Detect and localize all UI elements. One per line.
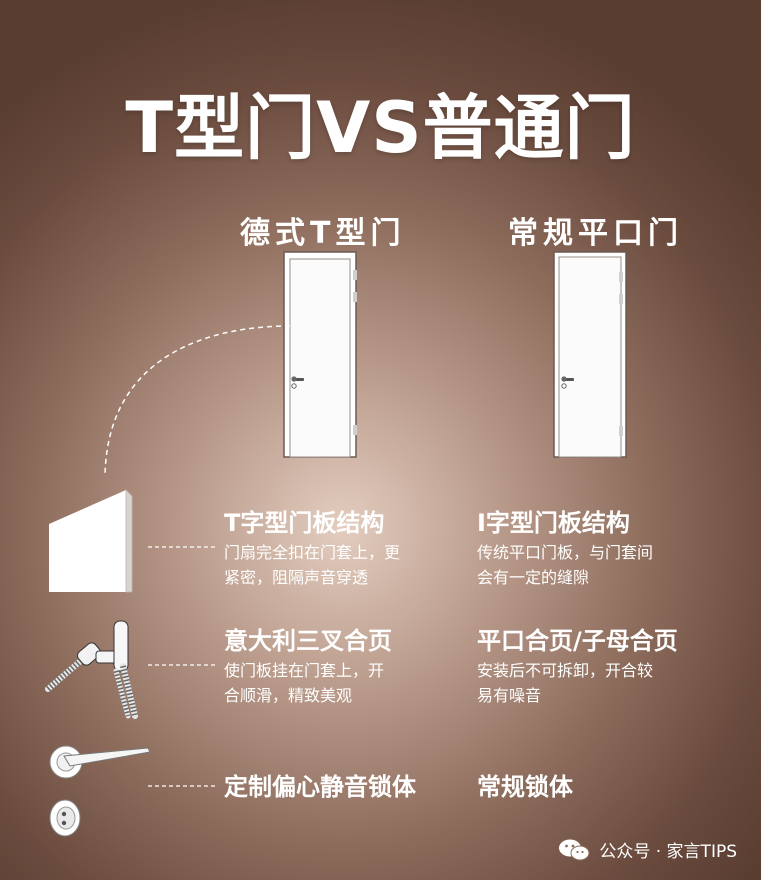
hinge-icon bbox=[45, 620, 138, 719]
feature-right-structure: I字型门板结构 传统平口门板，与门套间 会有一定的缝隙 bbox=[477, 508, 653, 590]
door-handle-icon bbox=[49, 745, 151, 779]
watermark-text: 公众号 · 家言TIPS bbox=[599, 842, 737, 862]
watermark: 公众号 · 家言TIPS bbox=[557, 837, 737, 862]
feature-description: 门扇完全扣在门套上，更 紧密，阻隔声音穿透 bbox=[224, 543, 401, 587]
feature-title: 意大利三叉合页 bbox=[224, 627, 392, 655]
flat-door-illustration bbox=[553, 251, 627, 458]
left-column-title: 德式T型门 bbox=[240, 216, 406, 251]
feature-left-hinge: 意大利三叉合页 使门板挂在门套上，开 合顺滑，精致美观 bbox=[224, 626, 392, 708]
feature-left-lock: 定制偏心静音锁体 bbox=[224, 772, 416, 802]
page-title: T型门VS普通门 bbox=[125, 87, 636, 169]
feature-title: 常规锁体 bbox=[477, 773, 573, 801]
feature-description: 传统平口门板，与门套间 会有一定的缝隙 bbox=[477, 543, 654, 587]
feature-title: I字型门板结构 bbox=[477, 509, 630, 537]
feature-right-lock: 常规锁体 bbox=[477, 772, 573, 802]
feature-right-hinge: 平口合页/子母合页 安装后不可拆卸，开合较 易有噪音 bbox=[477, 626, 678, 708]
door-to-panel-connector bbox=[104, 325, 291, 477]
door-panel-section-icon bbox=[49, 489, 133, 593]
wechat-icon bbox=[559, 839, 590, 860]
right-column-title: 常规平口门 bbox=[508, 216, 683, 251]
leader-line-lock bbox=[148, 785, 216, 787]
feature-title: 定制偏心静音锁体 bbox=[224, 773, 416, 801]
feature-description: 使门板挂在门套上，开 合顺滑，精致美观 bbox=[224, 661, 385, 705]
t-type-door-illustration bbox=[283, 251, 357, 458]
feature-title: T字型门板结构 bbox=[224, 509, 385, 537]
feature-left-structure: T字型门板结构 门扇完全扣在门套上，更 紧密，阻隔声音穿透 bbox=[224, 508, 400, 590]
leader-line-panel bbox=[148, 546, 216, 548]
lock-cylinder-icon bbox=[49, 799, 81, 837]
feature-description: 安装后不可拆卸，开合较 易有噪音 bbox=[477, 661, 654, 705]
feature-title: 平口合页/子母合页 bbox=[477, 627, 678, 655]
leader-line-hinge bbox=[148, 664, 216, 666]
